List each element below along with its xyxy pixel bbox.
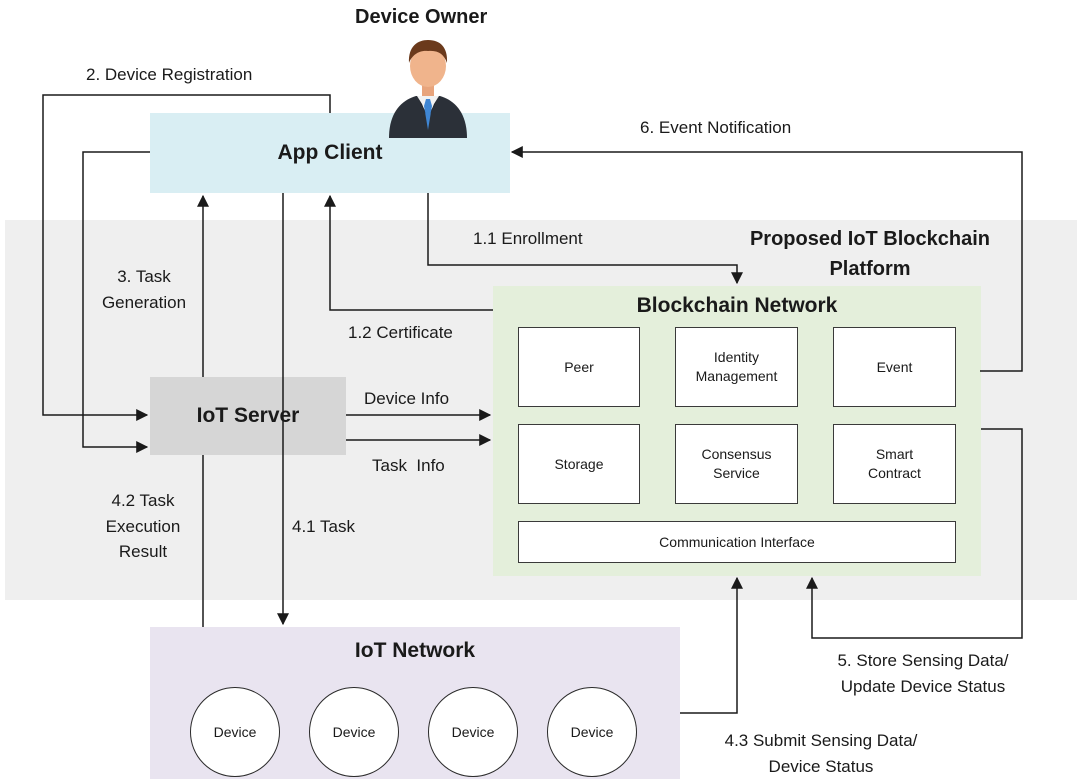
- iot-server-label: IoT Server: [196, 404, 300, 427]
- flow-event-notification: 6. Event Notification: [640, 118, 792, 137]
- flow-task-execution-result: 4.2 Task Execution Result: [105, 491, 181, 561]
- flow-task: 4.1 Task: [292, 517, 356, 536]
- smart-contract-module: Smart Contract: [833, 424, 956, 504]
- identity-management-module: Identity Management: [675, 327, 798, 407]
- event-module: Event: [833, 327, 956, 407]
- blockchain-network-box: Blockchain Network Peer Identity Managem…: [493, 286, 981, 576]
- app-client-label: App Client: [277, 141, 383, 164]
- platform-title: Proposed IoT Blockchain Platform: [749, 228, 991, 280]
- flow-device-registration: 2. Device Registration: [86, 65, 253, 84]
- flow-store-sensing-data: 5. Store Sensing Data/ Update Device Sta…: [837, 651, 1009, 696]
- peer-module: Peer: [518, 327, 640, 407]
- iot-network-title: IoT Network: [354, 639, 476, 662]
- device-owner-person-icon: [389, 40, 467, 138]
- device-owner-label: Device Owner: [355, 6, 488, 28]
- device-node: Device: [547, 687, 637, 777]
- flow-task-info: Task Info: [372, 456, 445, 475]
- iot-network-box: IoT Network Device Device Device Device: [150, 627, 680, 779]
- communication-interface-module: Communication Interface: [518, 521, 956, 563]
- device-node: Device: [309, 687, 399, 777]
- flow-device-info: Device Info: [364, 389, 450, 408]
- flow-certificate: 1.2 Certificate: [348, 323, 453, 342]
- flow-submit-sensing-data: 4.3 Submit Sensing Data/ Device Status: [724, 731, 918, 776]
- storage-module: Storage: [518, 424, 640, 504]
- flow-enrollment: 1.1 Enrollment: [473, 229, 583, 248]
- device-node: Device: [428, 687, 518, 777]
- iot-server-box: IoT Server: [150, 377, 346, 455]
- flow-task-generation: 3. Task Generation: [101, 267, 187, 312]
- blockchain-network-title: Blockchain Network: [636, 294, 838, 317]
- consensus-service-module: Consensus Service: [675, 424, 798, 504]
- device-node: Device: [190, 687, 280, 777]
